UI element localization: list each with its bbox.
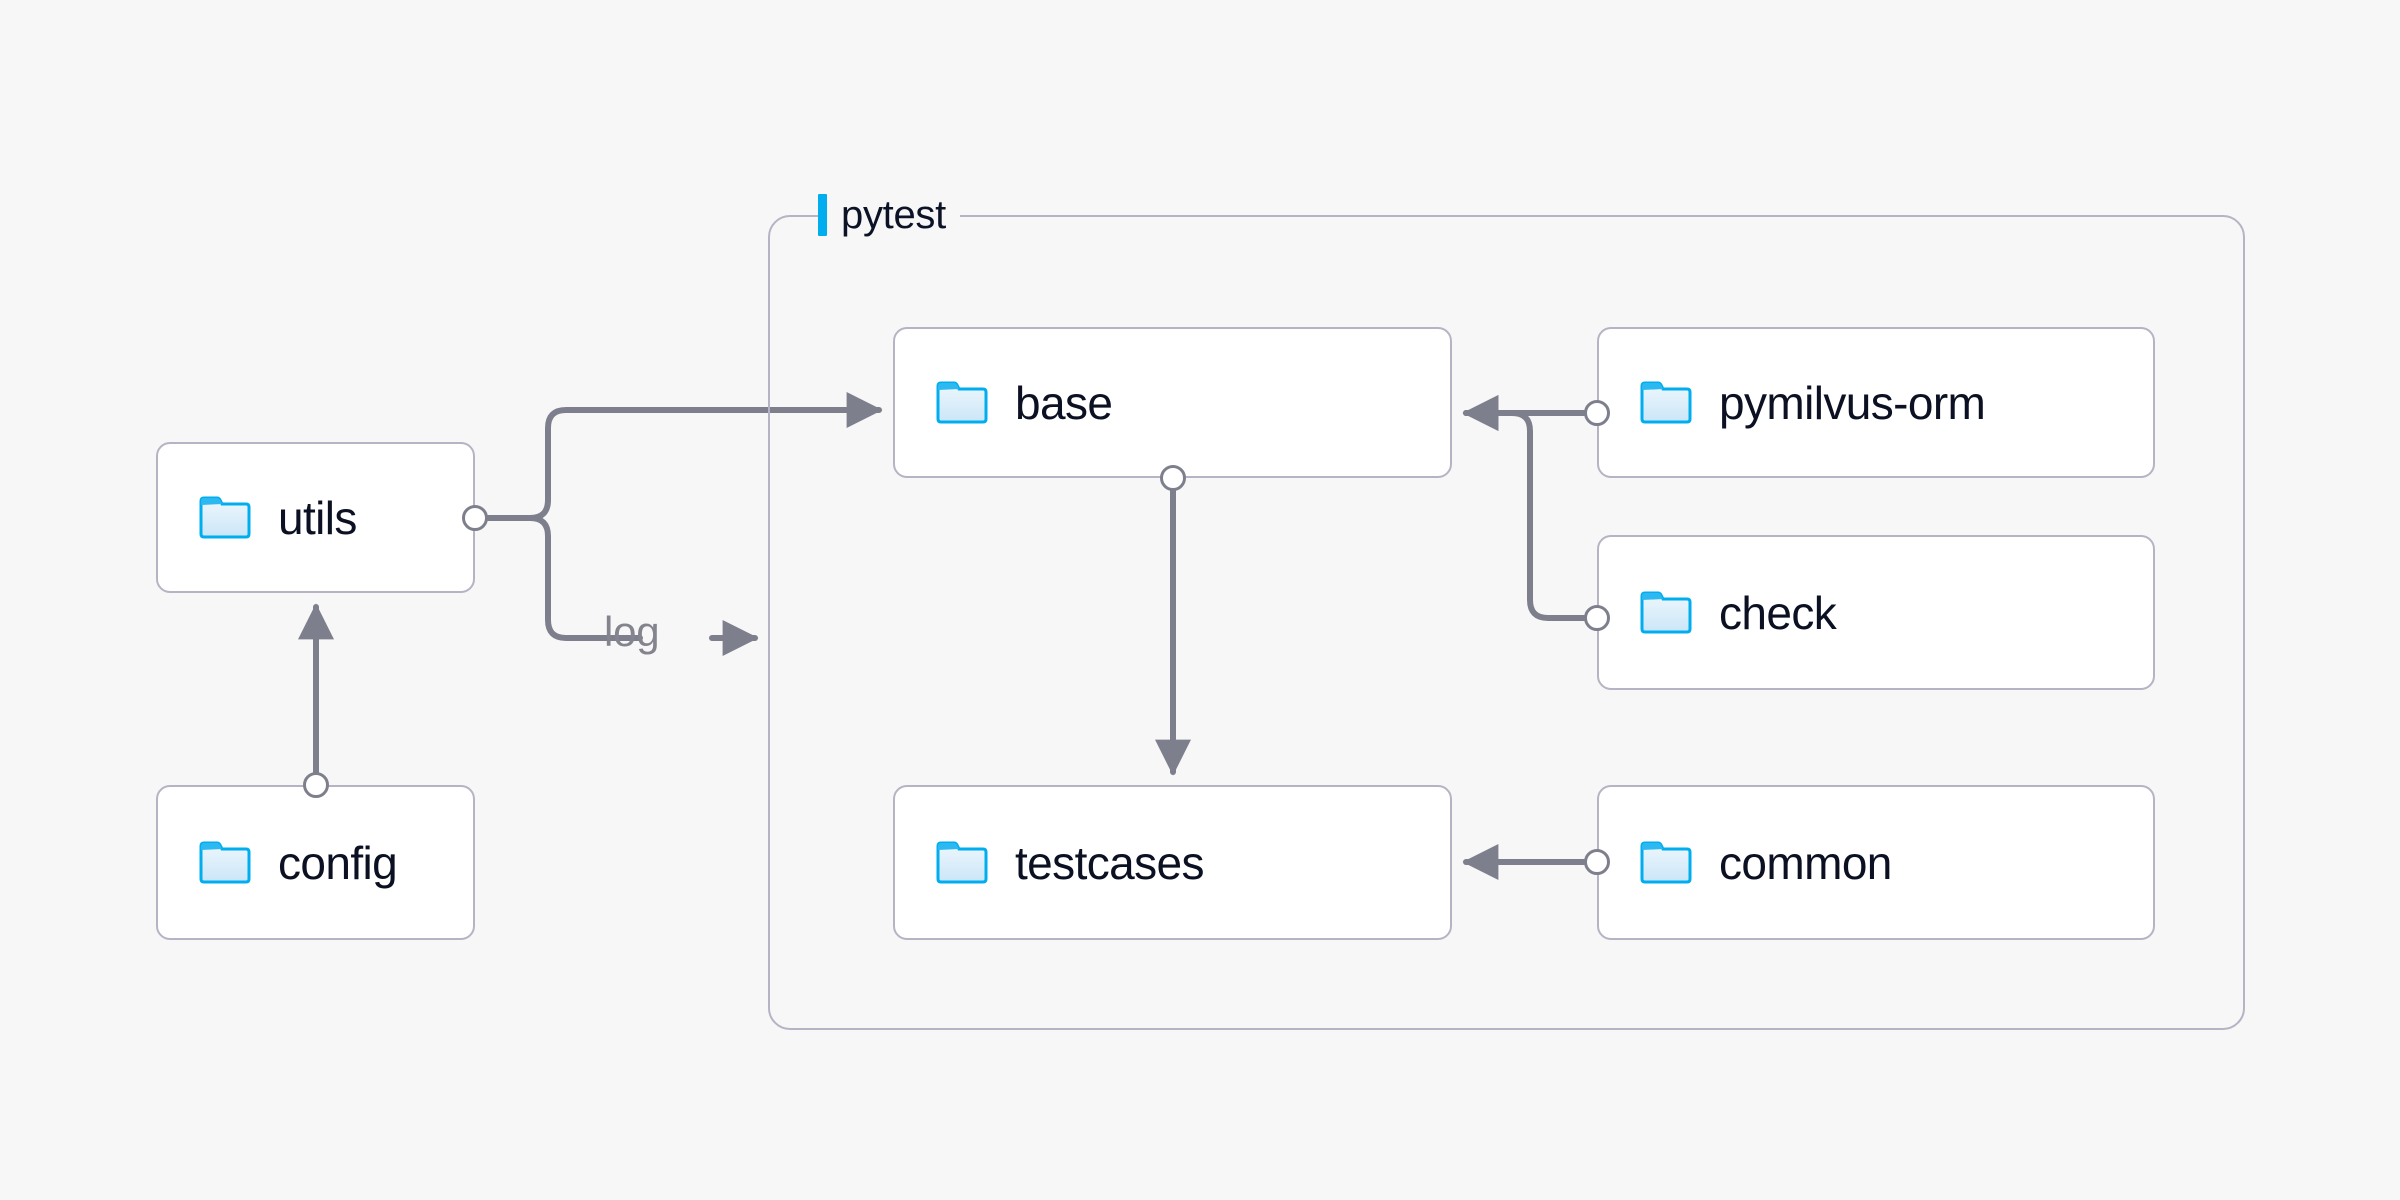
node-common[interactable]: common [1597,785,2155,940]
node-pymilvus-orm[interactable]: pymilvus-orm [1597,327,2155,478]
port-common-left[interactable] [1584,849,1610,875]
folder-icon [1640,841,1692,883]
group-label-pytest: pytest [818,192,960,238]
port-check-left[interactable] [1584,605,1610,631]
port-utils-right[interactable] [462,505,488,531]
folder-icon [936,841,988,883]
node-label-base: base [1015,376,1113,429]
folder-icon [1640,381,1692,423]
group-title-text: pytest [841,192,946,237]
port-base-bottom[interactable] [1160,465,1186,491]
port-config-top[interactable] [303,772,329,798]
node-label-common: common [1719,836,1892,889]
node-base[interactable]: base [893,327,1452,478]
edge-label-log: log [604,608,660,655]
accent-bar-icon [818,194,827,236]
node-label-config: config [278,836,398,889]
node-config[interactable]: config [156,785,475,940]
node-label-pymilvus-orm: pymilvus-orm [1719,376,1986,429]
node-label-check: check [1719,586,1837,639]
port-pymilvus-orm-left[interactable] [1584,400,1610,426]
folder-icon [199,496,251,538]
node-utils[interactable]: utils [156,442,475,593]
node-check[interactable]: check [1597,535,2155,690]
group-container-pytest[interactable] [768,215,2245,1030]
folder-icon [936,381,988,423]
folder-icon [1640,591,1692,633]
folder-icon [199,841,251,883]
node-testcases[interactable]: testcases [893,785,1452,940]
node-label-testcases: testcases [1015,836,1205,889]
node-label-utils: utils [278,491,357,544]
